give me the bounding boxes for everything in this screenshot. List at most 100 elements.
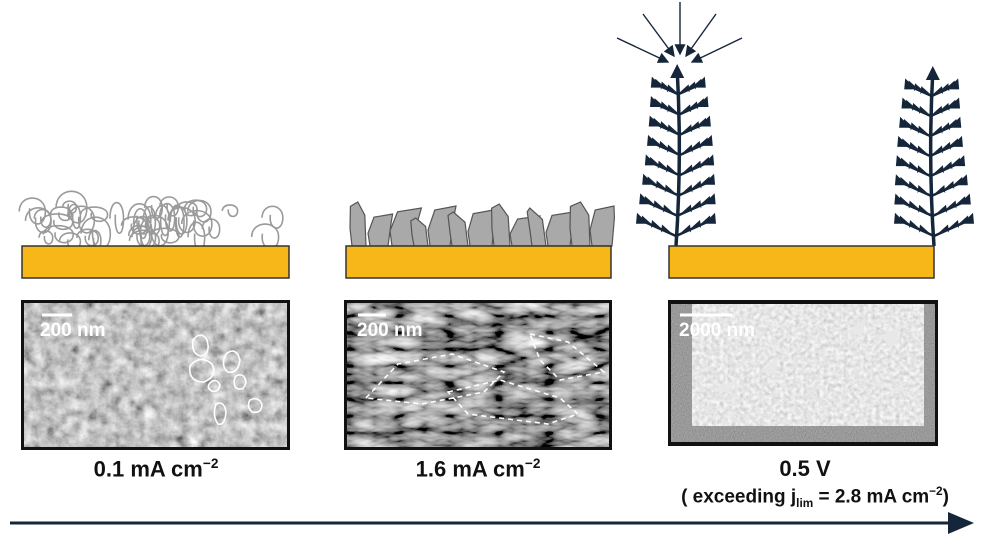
dendrite-tip	[904, 78, 917, 90]
dendrite-branch	[675, 219, 711, 238]
dendrite-leaf	[691, 220, 701, 228]
dendrite-leaf	[942, 161, 953, 170]
scale-bar-label-2: 200 nm	[357, 320, 423, 341]
dendrite-short	[894, 66, 974, 247]
filament-loop	[149, 227, 180, 244]
dendrite-leaf	[691, 200, 702, 209]
dendrite-leaf	[691, 180, 702, 189]
dendrite-leaf	[653, 200, 664, 209]
dendrite-branch	[641, 219, 677, 238]
dendrite-leaf	[908, 161, 919, 170]
filament-loop	[167, 206, 196, 234]
dendrite-leaf	[700, 176, 711, 185]
dendrite-tip	[703, 173, 716, 185]
dendrite-leaf	[909, 220, 919, 228]
platelet	[467, 209, 496, 247]
dendrite-leaf	[659, 140, 670, 149]
dendrite-leaf	[901, 138, 912, 147]
current-unit-2: mA cm	[452, 456, 525, 482]
dendrite-leaf	[682, 124, 693, 133]
dendrite-leaf	[667, 124, 678, 133]
dendrite-leaf	[935, 184, 946, 193]
limit-exp: −2	[929, 485, 943, 498]
sem-image-2	[344, 300, 612, 450]
dendrite-tip	[894, 174, 907, 186]
progression-arrow	[10, 512, 974, 534]
dendrite-leaf	[933, 165, 944, 174]
filament-loop	[18, 197, 47, 225]
dendrite-leaf	[932, 105, 943, 114]
dendrite-leaf	[959, 215, 969, 224]
filament-loop	[61, 200, 78, 214]
dendrite-leaf	[652, 117, 663, 126]
dendrite-tip	[636, 212, 648, 224]
dendrite-leaf	[946, 99, 957, 108]
scale-bar-label-1: 200 nm	[40, 320, 106, 341]
dendrite-leaf	[666, 84, 677, 93]
dendrite-tip	[702, 154, 715, 166]
dendrite-leaf	[696, 117, 707, 126]
dendrite-tip	[648, 115, 661, 127]
dendrite-tip	[894, 212, 906, 224]
dendrite-tip	[950, 135, 963, 147]
dendrite-leaf	[651, 137, 662, 146]
panel-low-current	[18, 190, 290, 450]
platelet	[367, 213, 394, 247]
dendrite-leaf	[660, 121, 671, 130]
dendrite-leaf	[660, 81, 671, 90]
substrate-2	[345, 245, 612, 279]
dendrite-leaf	[917, 145, 928, 154]
dendrite-stem	[928, 71, 936, 247]
dendrite-leaf	[937, 204, 948, 213]
dendrite-apex	[670, 64, 685, 78]
dendrite-tip	[644, 154, 657, 166]
dendrite-leaf	[949, 220, 959, 228]
dendrite-leaf	[681, 224, 691, 233]
dendrite-leaf	[666, 164, 677, 173]
dendrite-leaf	[700, 195, 711, 204]
dendrite-tip	[955, 174, 968, 186]
dendrite-leaf	[947, 119, 958, 128]
scale-bar-label-3: 2000 nm	[679, 320, 756, 341]
mossy-filament-deposit	[18, 190, 284, 252]
dendrite-tip	[948, 97, 961, 109]
dendrite-tip	[703, 193, 716, 205]
dendrite-leaf	[651, 220, 661, 228]
substrate-1	[21, 245, 290, 279]
dendrite-leaf	[646, 176, 657, 185]
dendrite-leaf	[691, 160, 702, 169]
dendrite-tip	[949, 116, 962, 128]
dendrite-leaf	[653, 98, 664, 107]
dendrite-leaf	[950, 157, 961, 166]
dendrite-tip	[696, 96, 709, 108]
dendrite-branch	[899, 219, 935, 238]
current-exp-1: −2	[202, 456, 219, 471]
dendrite-leaf	[681, 204, 692, 213]
dendrite-tip	[958, 193, 971, 205]
platelet	[589, 205, 616, 247]
dendrite-leaf	[694, 98, 705, 107]
dendrite-stem	[674, 69, 682, 247]
dendrite-leaf	[953, 176, 964, 185]
current-exp-2: −2	[524, 456, 541, 471]
dendrite-tip	[901, 97, 914, 109]
filament-loop	[139, 214, 170, 247]
sem-image-1	[21, 300, 290, 450]
dendrite-leaf	[908, 200, 919, 209]
dendrite-leaf	[682, 184, 693, 193]
dendrite-tip	[895, 155, 908, 167]
dendrite-leaf	[662, 204, 673, 213]
dendrite-leaf	[932, 145, 943, 154]
particle-outlines	[188, 334, 263, 426]
dendrite-leaf	[681, 104, 692, 113]
dendrite-leaf	[914, 83, 925, 92]
dendrite-leaf	[654, 78, 665, 87]
dendrite-leaf	[912, 102, 923, 111]
filament-loop	[201, 218, 221, 239]
platelet	[447, 211, 469, 247]
dendrite-leaf	[909, 141, 920, 150]
filament-loop	[66, 203, 82, 230]
current-value-1: 0.1	[93, 456, 125, 482]
platelet-deposit	[349, 201, 616, 247]
